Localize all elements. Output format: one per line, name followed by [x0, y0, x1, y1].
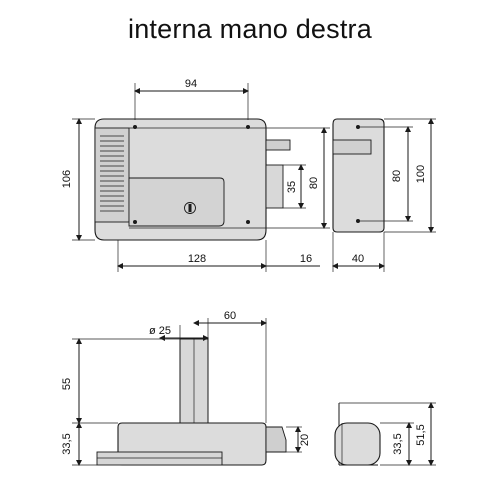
dim-60: 60 [224, 310, 236, 322]
latch-bolt [265, 139, 291, 151]
dim-94: 94 [185, 78, 197, 90]
dim-100: 100 [415, 165, 427, 183]
dim-diameter-25: ø 25 [149, 325, 171, 337]
dead-bolt [265, 164, 284, 209]
dim-20: 20 [299, 434, 311, 446]
keyhole-icon [184, 202, 196, 214]
latch-top [265, 426, 287, 453]
dim-80-front: 80 [308, 177, 320, 189]
dim-80-side: 80 [391, 170, 403, 182]
grip-ridges [100, 135, 124, 212]
dim-128: 128 [188, 253, 206, 265]
dim-35: 35 [286, 181, 298, 193]
dim-106: 106 [61, 170, 73, 188]
base-plate [96, 451, 223, 466]
end-body [334, 422, 381, 466]
screw-holes [133, 125, 250, 224]
diagram-title: interna mano destra [128, 14, 372, 44]
grip-panel [94, 127, 130, 223]
lock-body-side [332, 118, 385, 233]
side-view: 80 100 40 [332, 118, 436, 272]
dim-51-5: 51,5 [415, 424, 427, 445]
side-bolt [332, 139, 372, 155]
dim-33-5-right: 33,5 [392, 433, 404, 454]
dim-55: 55 [61, 378, 73, 390]
top-view: ø 25 60 55 33,5 20 [61, 310, 311, 466]
dim-33-5-left: 33,5 [61, 433, 73, 454]
dim-40: 40 [352, 253, 364, 265]
front-view: 94 106 128 16 35 80 [61, 78, 330, 272]
dim-16: 16 [300, 253, 312, 265]
cover-plate [128, 177, 225, 227]
end-view: 33,5 51,5 [334, 402, 436, 466]
